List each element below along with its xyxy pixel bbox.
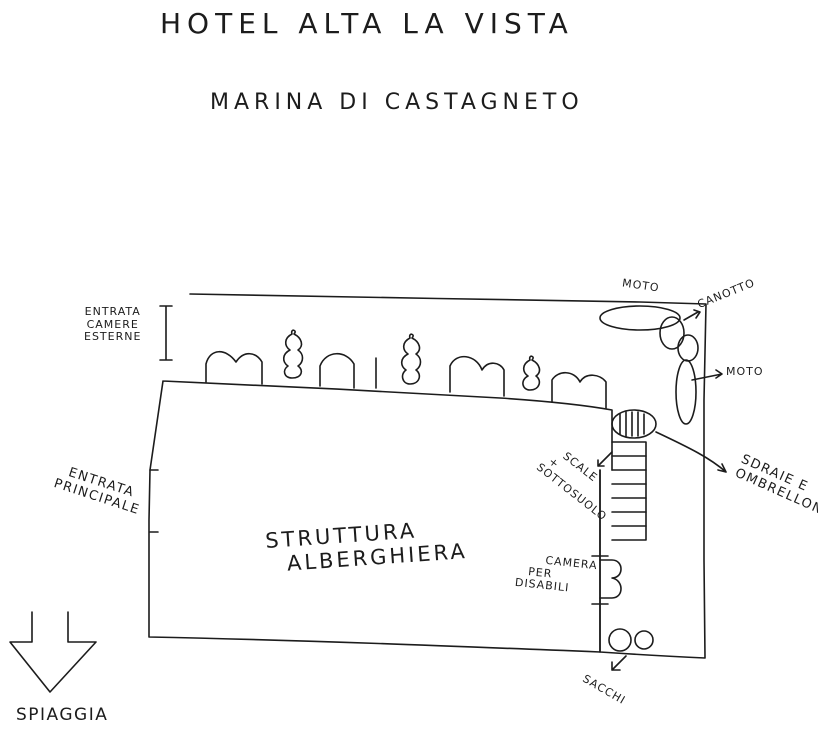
arches (205, 350, 607, 409)
map-title: HOTEL ALTA LA VISTA (160, 7, 574, 40)
moto-right-label: MOTO (726, 365, 764, 378)
external-rooms-label-line1: ENTRATA (84, 305, 141, 318)
main-entrance-marker (149, 469, 159, 533)
outer-boundary (189, 293, 707, 659)
beach-label: SPIAGGIA (16, 705, 109, 725)
beach-arrow (9, 611, 97, 693)
hotel-building-outline (148, 380, 613, 653)
bushes (282, 329, 541, 391)
external-rooms-label-line2: CAMERE (86, 317, 139, 331)
disabled-room-and-bins (591, 555, 654, 671)
external-rooms-label-line3: ESTERNE (84, 330, 142, 344)
vehicles (599, 305, 723, 425)
external-rooms-bracket (159, 305, 173, 361)
stairs (597, 409, 727, 541)
map-subtitle: MARINA DI CASTAGNETO (210, 90, 584, 115)
external-rooms-entrance-label: ENTRATA CAMERE ESTERNE (84, 305, 142, 344)
